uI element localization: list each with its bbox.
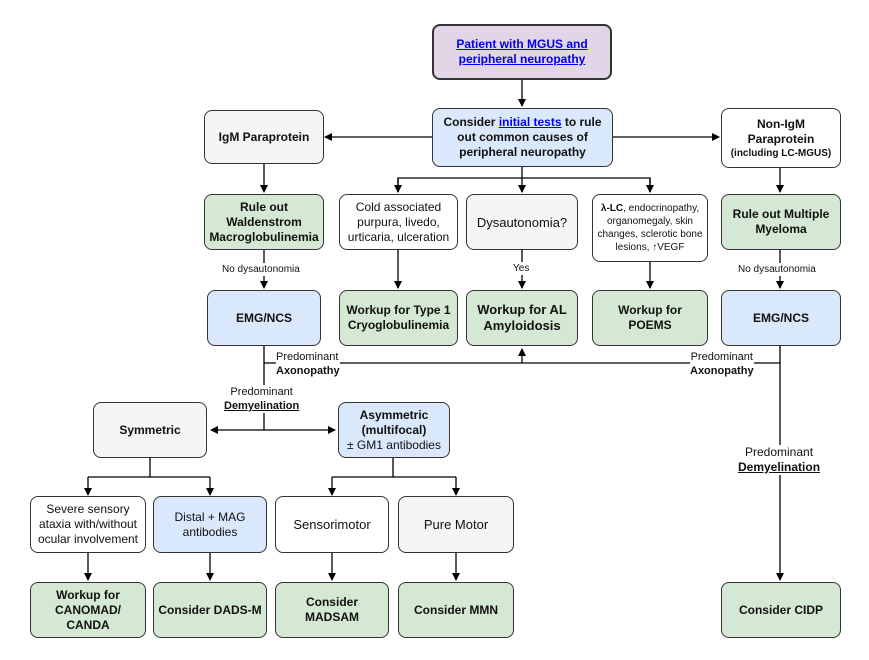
demy-right-line2: Demyelination bbox=[738, 460, 821, 474]
consider-dads-m-node: Consider DADS-M bbox=[153, 582, 267, 638]
axon-left-line1: Predominant bbox=[276, 351, 339, 363]
non-igm-line3: (including LC-MGUS) bbox=[730, 147, 832, 159]
no-dysautonomia-right-label: No dysautonomia bbox=[738, 263, 816, 276]
rule-out-waldenstrom-node: Rule out Waldenstrom Macroglobulinemia bbox=[204, 194, 324, 250]
poems-symptoms-node: λ-LC, endocrinopathy, organomegaly, skin… bbox=[592, 194, 708, 262]
pure-motor-label: Pure Motor bbox=[423, 517, 489, 532]
asym-line1: Asymmetric bbox=[359, 407, 429, 422]
axon-left-line2: Axonopathy bbox=[276, 365, 340, 377]
consider-mmn-node: Consider MMN bbox=[398, 582, 514, 638]
demyelination-right-label: Predominant Demyelination bbox=[738, 445, 821, 475]
asym-line2: (multifocal) bbox=[361, 422, 427, 437]
distal-label: Distal + MAG antibodies bbox=[174, 509, 246, 539]
rule-out-myeloma-node: Rule out Multiple Myeloma bbox=[721, 194, 841, 250]
workup-poems-node: Workup for POEMS bbox=[592, 290, 708, 346]
pure-motor-node: Pure Motor bbox=[398, 496, 514, 553]
dads-label: Consider DADS-M bbox=[158, 602, 262, 617]
symmetric-node: Symmetric bbox=[93, 402, 207, 458]
poems-label: Workup for POEMS bbox=[618, 303, 682, 332]
distal-mag-node: Distal + MAG antibodies bbox=[153, 496, 267, 553]
cold-purpura-node: Cold associated purpura, livedo, urticar… bbox=[339, 194, 458, 250]
consider-suffix: to rule out common causes of peripheral … bbox=[457, 115, 602, 159]
dysauto-label: Dysautonomia? bbox=[476, 214, 568, 230]
workup-al-amyloidosis-node: Workup for AL Amyloidosis bbox=[466, 290, 578, 346]
symmetric-label: Symmetric bbox=[119, 422, 181, 437]
demy-left-line1: Predominant bbox=[230, 386, 293, 398]
emg-ncs-right-node: EMG/NCS bbox=[721, 290, 841, 346]
canomad-label: Workup for CANOMAD/ CANDA bbox=[55, 587, 121, 632]
workup-canomad-node: Workup for CANOMAD/ CANDA bbox=[30, 582, 146, 638]
madsam-label: Consider MADSAM bbox=[305, 595, 359, 624]
consider-cidp-node: Consider CIDP bbox=[721, 582, 841, 638]
demyelination-left-label: Predominant Demyelination bbox=[224, 385, 300, 413]
non-igm-line2: Paraprotein bbox=[747, 131, 815, 146]
poems-symptoms-text: , endocrinopathy, organomegaly, skin cha… bbox=[597, 203, 703, 253]
workup-cryoglobulinemia-node: Workup for Type 1 Cryoglobulinemia bbox=[339, 290, 458, 346]
axon-right-line2: Axonopathy bbox=[690, 365, 754, 377]
emg-ncs-left-node: EMG/NCS bbox=[207, 290, 321, 346]
sensory-ataxia-node: Severe sensory ataxia with/without ocula… bbox=[30, 496, 146, 553]
axonopathy-left-label: Predominant Axonopathy bbox=[276, 350, 340, 378]
mmn-label: Consider MMN bbox=[414, 602, 498, 617]
ataxia-label: Severe sensory ataxia with/without ocula… bbox=[37, 502, 139, 546]
no-dysautonomia-left-label: No dysautonomia bbox=[222, 263, 300, 276]
dysautonomia-node: Dysautonomia? bbox=[466, 194, 578, 250]
igm-paraprotein-node: IgM Paraprotein bbox=[204, 110, 324, 164]
al-label: Workup for AL Amyloidosis bbox=[477, 302, 567, 333]
sensorimotor-label: Sensorimotor bbox=[293, 517, 371, 532]
demy-right-line1: Predominant bbox=[744, 445, 814, 459]
axonopathy-right-label: Predominant Axonopathy bbox=[690, 350, 754, 378]
asym-line3: ± GM1 antibodies bbox=[347, 437, 441, 452]
cold-label: Cold associated purpura, livedo, urticar… bbox=[347, 199, 450, 244]
rule-mm-label: Rule out Multiple Myeloma bbox=[732, 207, 830, 236]
start-node: Patient with MGUS and peripheral neuropa… bbox=[432, 24, 612, 80]
sensorimotor-node: Sensorimotor bbox=[275, 496, 389, 553]
consider-prefix: Consider bbox=[443, 115, 499, 129]
lambda-lc-text: λ-LC bbox=[600, 203, 624, 214]
igm-label: IgM Paraprotein bbox=[218, 129, 310, 144]
initial-tests-link[interactable]: initial tests bbox=[498, 115, 562, 129]
start-line2[interactable]: peripheral neuropathy bbox=[458, 52, 586, 66]
consider-madsam-node: Consider MADSAM bbox=[275, 582, 389, 638]
asymmetric-node: Asymmetric (multifocal) ± GM1 antibodies bbox=[338, 402, 450, 458]
non-igm-line1: Non-IgM bbox=[757, 116, 805, 131]
demy-left-line2: Demyelination bbox=[224, 400, 300, 412]
axon-right-line1: Predominant bbox=[690, 351, 753, 363]
cidp-label: Consider CIDP bbox=[738, 602, 823, 617]
start-line1[interactable]: Patient with MGUS and bbox=[456, 37, 588, 51]
yes-label: Yes bbox=[513, 262, 530, 275]
non-igm-paraprotein-node: Non-IgM Paraprotein (including LC-MGUS) bbox=[721, 108, 841, 168]
emg-left-label: EMG/NCS bbox=[235, 310, 292, 325]
rule-wm-label: Rule out Waldenstrom Macroglobulinemia bbox=[209, 199, 319, 244]
consider-initial-tests-node: Consider initial tests to rule out commo… bbox=[432, 108, 613, 167]
emg-right-label: EMG/NCS bbox=[752, 310, 809, 325]
cryo-label: Workup for Type 1 Cryoglobulinemia bbox=[346, 303, 451, 332]
